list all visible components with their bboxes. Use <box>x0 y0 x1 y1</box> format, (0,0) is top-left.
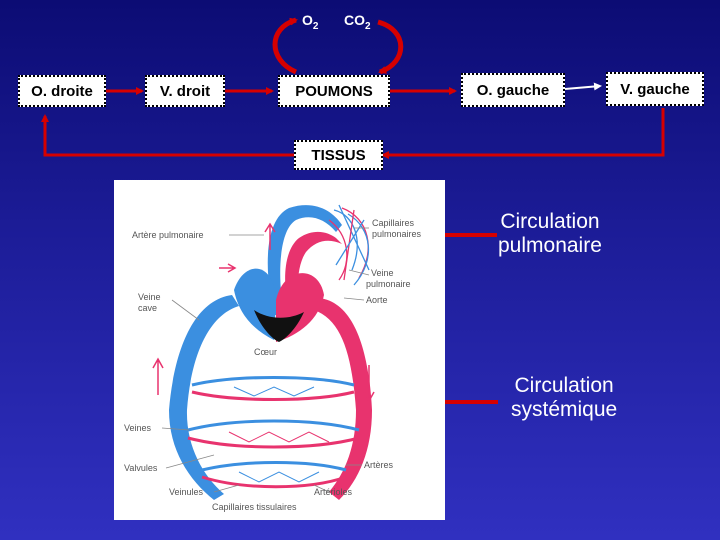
heart-core <box>254 310 304 342</box>
label-coeur: Cœur <box>254 347 277 357</box>
circulation-figure: Artère pulmonaire Capillaires pulmonaire… <box>114 180 445 520</box>
label-veine-cave-2: cave <box>138 303 157 313</box>
leader-lines <box>161 227 370 493</box>
tissus-box: TISSUS <box>294 140 383 170</box>
o2-exchange-arrow <box>272 17 298 75</box>
oreillette-gauche-box: O. gauche <box>461 73 565 107</box>
arrow-ogauche-vgauche <box>564 82 602 91</box>
label-capillaires-pulmonaires-1: Capillaires <box>372 218 415 228</box>
co2-exchange-arrow <box>377 19 404 75</box>
poumons-box: POUMONS <box>278 75 390 107</box>
circulation-systemique-line2: systémique <box>511 398 618 421</box>
label-arteres: Artères <box>364 460 394 470</box>
arrow-tissus-odroite <box>41 114 294 157</box>
label-veines: Veines <box>124 423 152 433</box>
vena-cava-shape <box>169 295 239 500</box>
pulmonary-vein-shape <box>285 231 342 312</box>
o2-label: O2 <box>302 12 319 32</box>
arrow-vgauche-tissus <box>381 108 665 159</box>
oreillette-droite-box: O. droite <box>18 75 106 107</box>
pulmonary-flow-arrow <box>264 222 276 250</box>
label-veine-cave-1: Veine <box>138 292 161 302</box>
label-veine-pulmonaire-1: Veine <box>371 268 394 278</box>
co2-label: CO2 <box>344 12 371 32</box>
circulation-pulmonaire-line2: pulmonaire <box>498 234 602 257</box>
circulation-systemique-line1: Circulation <box>514 374 614 397</box>
pulmonary-capillaries <box>328 204 370 286</box>
label-arterioles: Artérioles <box>314 487 353 497</box>
circulation-pulmonaire-line1: Circulation <box>500 210 600 233</box>
label-valvules: Valvules <box>124 463 158 473</box>
label-veine-pulmonaire-2: pulmonaire <box>366 279 411 289</box>
label-capillaires-tissulaires: Capillaires tissulaires <box>212 502 297 512</box>
label-veinules: Veinules <box>169 487 204 497</box>
label-capillaires-pulmonaires-2: pulmonaires <box>372 229 422 239</box>
ventricule-gauche-box: V. gauche <box>606 72 704 106</box>
systemic-capillary-beds <box>187 376 360 489</box>
systemic-capillary-mesh <box>228 386 330 483</box>
aorta-shape <box>314 298 372 500</box>
circulation-systemique-label: Circulation systémique <box>511 374 617 422</box>
label-aorte: Aorte <box>366 295 388 305</box>
label-artere-pulmonaire: Artère pulmonaire <box>132 230 204 240</box>
arterial-out-arrow <box>363 365 375 403</box>
pulmonary-vein-arrow <box>219 263 237 273</box>
ventricule-droit-box: V. droit <box>145 75 225 107</box>
circulation-drawing: Artère pulmonaire Capillaires pulmonaire… <box>124 204 422 512</box>
venous-return-arrow <box>152 357 164 395</box>
circulation-pulmonaire-label: Circulation pulmonaire <box>498 210 602 258</box>
